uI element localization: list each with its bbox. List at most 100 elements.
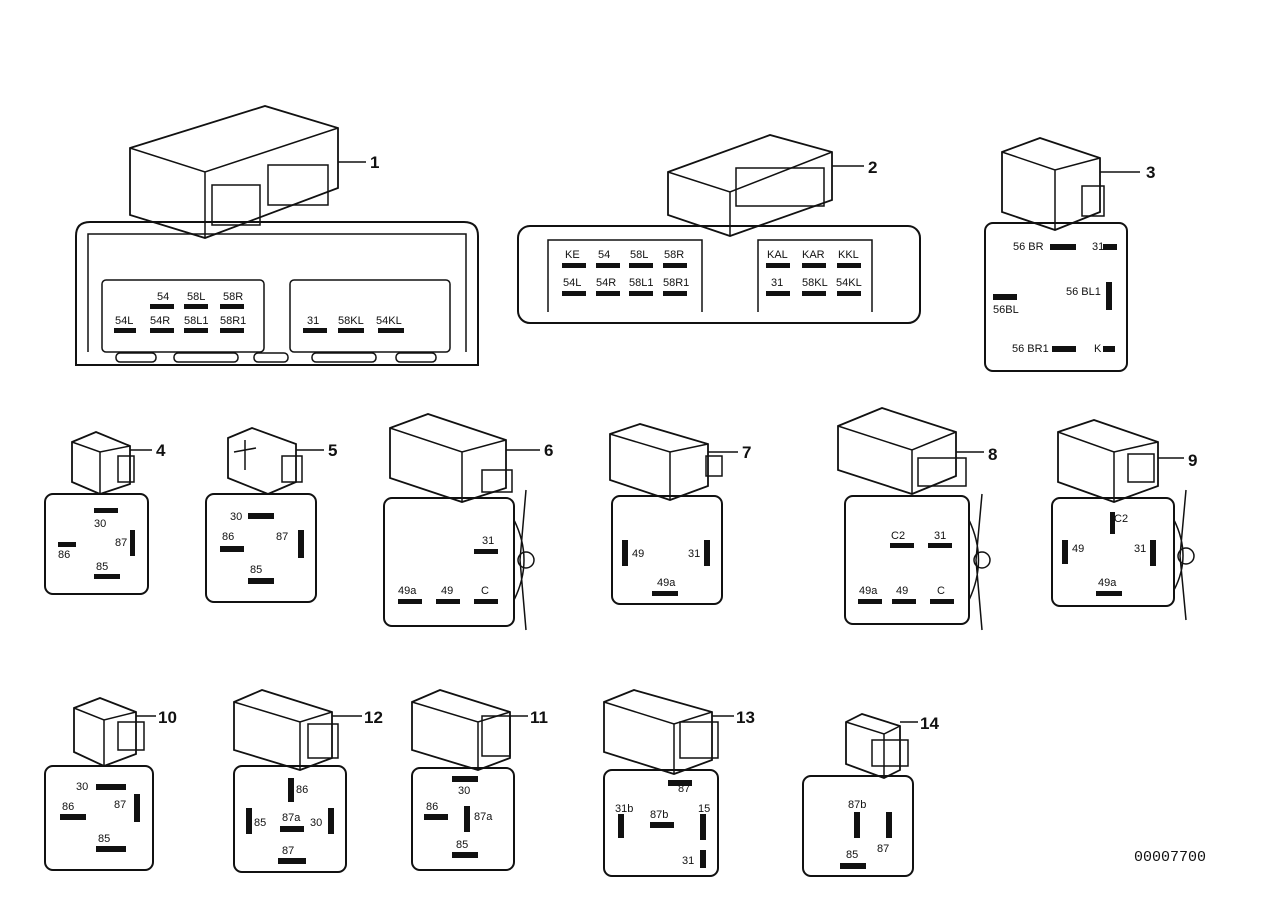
part-6-pin-49a: 49a	[398, 585, 417, 597]
part-13-pin-31: 31	[682, 855, 694, 867]
part-3-pin-k: K	[1094, 343, 1102, 355]
part-2-pin-58r1: 58R1	[663, 277, 689, 289]
part-14-relay-body	[845, 713, 901, 779]
diagram-code: 00007700	[1134, 849, 1206, 866]
part-5: 5 30 86 87 85	[205, 427, 337, 603]
part-1-pin-58l1: 58L1	[184, 315, 208, 327]
part-2-pin-31: 31	[771, 277, 783, 289]
part-9: 9 C2 49 31 49a	[1051, 419, 1197, 621]
part-9-clip	[1173, 489, 1187, 621]
part-11-pin-87a: 87a	[474, 811, 493, 823]
part-1-relay-edges	[129, 127, 339, 238]
part-3-pin-56br: 56 BR	[1013, 241, 1044, 253]
part-13-pin-31b: 31b	[615, 803, 633, 815]
part-3-number: 3	[1146, 163, 1155, 182]
part-3-pin-56bl: 56BL	[993, 304, 1019, 316]
part-8-number: 8	[988, 445, 997, 464]
part-3: 3 56 BR 31 56 BL1 56BL 56 BR1 K	[984, 137, 1155, 372]
part-13-connector-outline	[603, 769, 719, 877]
part-10: 10 30 86 87 85	[44, 697, 177, 871]
part-8-pin-49: 49	[896, 585, 908, 597]
part-2-pin-kkl: KKL	[838, 249, 859, 261]
part-4-pin-85: 85	[96, 561, 108, 573]
part-2-relay-body	[667, 134, 833, 237]
part-12-pin-30: 30	[310, 817, 322, 829]
part-5-diode-symbol	[233, 440, 257, 470]
part-9-pin-49: 49	[1072, 543, 1084, 555]
part-6-pin-49: 49	[441, 585, 453, 597]
part-9-number: 9	[1188, 451, 1197, 470]
part-1-pin-58r1: 58R1	[220, 315, 246, 327]
part-5-pin-87: 87	[276, 531, 288, 543]
part-1-pin-58l: 58L	[187, 291, 205, 303]
part-13: 13 87 31b 87b 15 31	[603, 689, 755, 877]
part-2-socket	[735, 167, 825, 207]
part-13-pin-87b: 87b	[650, 809, 668, 821]
part-10-connector-outline	[44, 765, 154, 871]
part-11-pin-30: 30	[458, 785, 470, 797]
part-2-pin-58r: 58R	[664, 249, 684, 261]
part-2-pin-ke: KE	[565, 249, 580, 261]
part-13-pin-15: 15	[698, 803, 710, 815]
part-11-connector-outline	[411, 767, 515, 871]
part-7-pin-49a: 49a	[657, 577, 676, 589]
part-14-pin-87: 87	[877, 843, 889, 855]
part-8-pin-31: 31	[934, 530, 946, 542]
part-7: 7 49 31 49a	[609, 423, 751, 605]
part-5-pin-86: 86	[222, 531, 234, 543]
part-14-pin-85: 85	[846, 849, 858, 861]
part-8-relay-body	[837, 407, 957, 495]
part-10-pin-87: 87	[114, 799, 126, 811]
part-10-pin-30: 30	[76, 781, 88, 793]
part-6-number: 6	[544, 441, 553, 460]
part-10-number: 10	[158, 708, 177, 727]
part-12-pin-87: 87	[282, 845, 294, 857]
part-4: 4 30 86 87 85	[44, 431, 166, 595]
part-6: 6 31 49a 49 C	[383, 413, 553, 631]
part-3-connector-outline	[984, 222, 1128, 372]
part-1-pin-58kl: 58KL	[338, 315, 364, 327]
part-2: 2 KE 54 58L 58R 54L 54R 58L1 58R1 KAL KA…	[517, 134, 921, 324]
part-7-number: 7	[742, 443, 751, 462]
part-13-pin-87: 87	[678, 783, 690, 795]
part-8-clip	[968, 493, 983, 631]
part-2-pin-54l: 54L	[563, 277, 581, 289]
part-7-connector-outline	[611, 495, 723, 605]
part-9-connector-outline	[1051, 497, 1175, 607]
part-3-pin-31: 31	[1092, 241, 1104, 253]
part-2-pin-58l1: 58L1	[629, 277, 653, 289]
part-13-number: 13	[736, 708, 755, 727]
part-4-connector-outline	[44, 493, 149, 595]
part-5-pin-30: 30	[230, 511, 242, 523]
part-9-pin-c2: C2	[1114, 513, 1128, 525]
part-5-connector-outline	[205, 493, 317, 603]
part-2-socket-right	[757, 239, 873, 312]
part-11-number: 11	[530, 708, 548, 727]
part-7-relay-body	[609, 423, 709, 501]
part-1-pin-58r: 58R	[223, 291, 243, 303]
part-11-relay-body	[411, 689, 511, 771]
part-1-pin-54l: 54L	[115, 315, 133, 327]
part-12-number: 12	[364, 708, 383, 727]
part-1-number: 1	[370, 153, 379, 172]
part-1-pin-54: 54	[157, 291, 169, 303]
part-11: 11 30 86 87a 85	[411, 689, 548, 871]
part-1-connector-outline	[75, 221, 479, 366]
part-7-pin-31: 31	[688, 548, 700, 560]
part-6-pin-c: C	[481, 585, 489, 597]
part-5-pin-85: 85	[250, 564, 262, 576]
part-1-socket-right	[289, 279, 451, 353]
part-8-pin-c2: C2	[891, 530, 905, 542]
part-5-relay-body	[227, 427, 297, 495]
part-2-pin-kal: KAL	[767, 249, 788, 261]
part-10-pin-85: 85	[98, 833, 110, 845]
part-2-pin-58l: 58L	[630, 249, 648, 261]
part-10-pin-86: 86	[62, 801, 74, 813]
part-7-pin-49: 49	[632, 548, 644, 560]
part-14-connector-outline	[802, 775, 914, 877]
part-4-number: 4	[156, 441, 166, 460]
part-6-clip	[513, 489, 527, 631]
part-3-pin-56bl1: 56 BL1	[1066, 286, 1101, 298]
part-1-socket-left	[101, 279, 265, 353]
